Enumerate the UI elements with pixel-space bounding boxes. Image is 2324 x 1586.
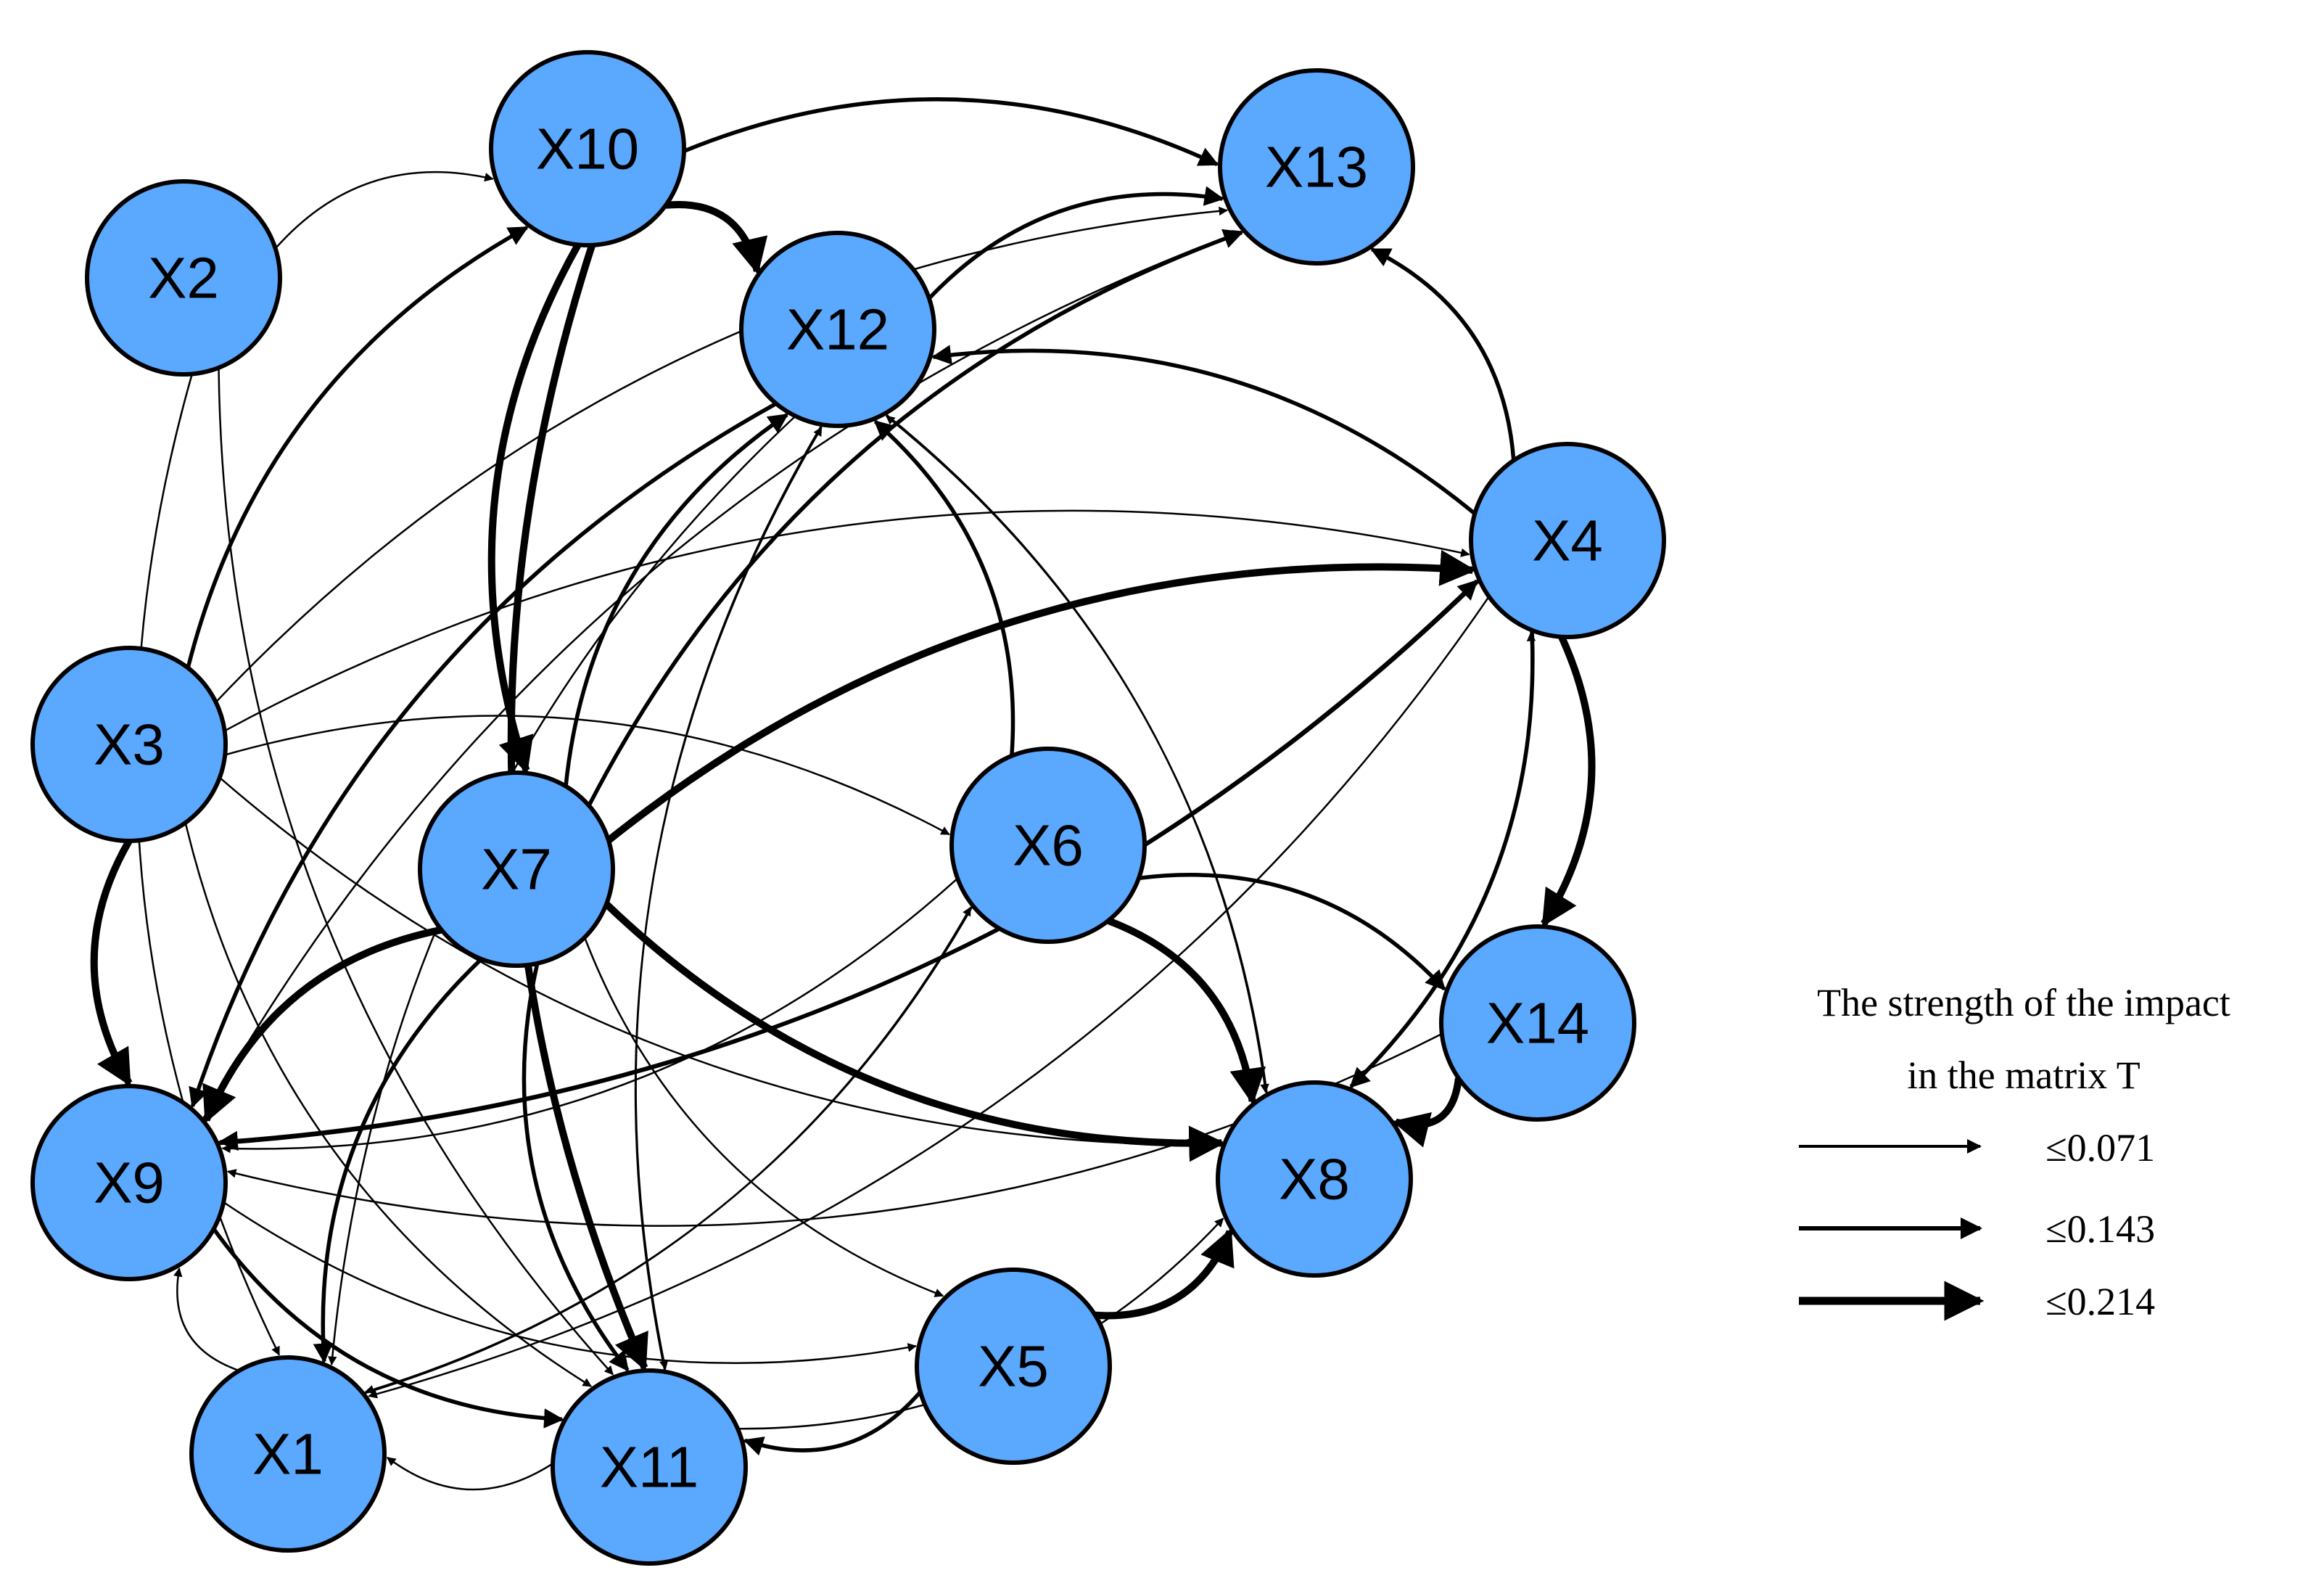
edge-x3-to-x9 — [90, 839, 133, 1087]
node-x7-circle — [418, 771, 615, 968]
node-x14-label: X14 — [1486, 991, 1589, 1056]
node-x13: X13 — [1218, 68, 1415, 266]
legend-title-line2: in the matrix T — [1907, 1053, 2140, 1097]
edge-x7-to-x1 — [313, 957, 483, 1364]
node-x11-circle — [551, 1368, 748, 1566]
node-x10: X10 — [489, 50, 686, 247]
edge-x4-to-x13 — [1369, 247, 1516, 461]
edge-x6-to-x8 — [1107, 917, 1266, 1105]
node-x1-label: X1 — [252, 1422, 324, 1487]
edge-x6-to-x9 — [221, 877, 958, 1154]
node-x9-circle — [30, 1084, 228, 1281]
edge-x3-to-x6 — [224, 715, 950, 836]
node-x12-label: X12 — [786, 297, 889, 362]
edge-x3-to-x13 — [215, 206, 1229, 703]
edge-x6-to-x12 — [873, 419, 1015, 756]
node-x14: X14 — [1439, 924, 1636, 1122]
node-x8-label: X8 — [1279, 1147, 1350, 1212]
node-x13-circle — [1218, 68, 1415, 266]
node-x1: X1 — [189, 1355, 387, 1553]
node-x8-circle — [1216, 1080, 1413, 1278]
node-x2: X2 — [85, 179, 282, 377]
edge-x7-to-x8 — [603, 901, 1226, 1162]
edge-x9-to-x13 — [202, 230, 1243, 1121]
node-x7-label: X7 — [481, 837, 552, 902]
edge-x12-to-x13 — [927, 186, 1225, 300]
edge-x3-to-x10 — [186, 226, 529, 669]
edge-x10-to-x7 — [487, 242, 582, 774]
edge-x4-to-x9 — [218, 578, 1481, 1151]
legend: The strength of the impact in the matrix… — [1799, 981, 2230, 1323]
node-x3-circle — [30, 646, 228, 843]
edge-x14-to-x8 — [1392, 1077, 1462, 1148]
edge-x2-to-x11 — [218, 367, 614, 1376]
node-x4-label: X4 — [1532, 509, 1603, 573]
node-x3: X3 — [30, 646, 228, 843]
edge-x6-to-x14 — [1138, 873, 1446, 991]
node-x4-circle — [1469, 442, 1666, 639]
node-x5-circle — [915, 1267, 1112, 1465]
edge-x12-to-x9 — [189, 401, 778, 1109]
edge-x1-to-x9 — [173, 1267, 240, 1372]
edge-x9-to-x5 — [223, 1201, 918, 1365]
edge-x7-to-x11 — [522, 963, 630, 1372]
edge-x8-to-x12 — [886, 415, 1269, 1096]
edge-x9-to-x4 — [217, 579, 1478, 1146]
node-x1-circle — [189, 1355, 387, 1553]
node-x2-label: X2 — [148, 246, 219, 311]
edge-x11-to-x12 — [634, 427, 823, 1373]
edge-x10-to-x13 — [683, 97, 1219, 167]
node-x10-circle — [489, 50, 686, 247]
edge-x9-to-x11 — [212, 1228, 564, 1429]
node-x11-label: X11 — [600, 1435, 699, 1500]
node-x14-circle — [1439, 924, 1636, 1122]
node-x2-circle — [85, 179, 282, 377]
legend-label-weak: ≤0.071 — [2045, 1126, 2155, 1170]
edge-x7-to-x4 — [606, 549, 1477, 844]
edge-x4-to-x12 — [931, 345, 1476, 516]
edge-x1-to-x6 — [363, 906, 972, 1395]
edge-x7-to-x13 — [587, 229, 1244, 807]
edge-x5-to-x8 — [1095, 1228, 1235, 1320]
node-x9: X9 — [30, 1084, 228, 1281]
node-x5: X5 — [915, 1267, 1112, 1465]
node-x3-label: X3 — [94, 712, 165, 777]
node-x13-label: X13 — [1265, 135, 1368, 200]
node-x12: X12 — [739, 231, 936, 428]
edge-x5-to-x11 — [743, 1390, 922, 1456]
node-x6-circle — [949, 747, 1147, 944]
node-x4: X4 — [1469, 442, 1666, 639]
legend-label-medium: ≤0.143 — [2045, 1207, 2155, 1251]
edge-x3-to-x4 — [224, 509, 1470, 732]
node-x6: X6 — [949, 747, 1147, 944]
edge-x4-to-x1 — [368, 596, 1490, 1399]
node-x9-label: X9 — [94, 1151, 165, 1215]
node-x11: X11 — [551, 1368, 748, 1566]
node-x6-label: X6 — [1013, 813, 1084, 878]
edge-x4-to-x14 — [1541, 635, 1596, 927]
node-x7: X7 — [418, 771, 615, 968]
node-x8: X8 — [1216, 1080, 1413, 1278]
edge-x7-to-x9 — [202, 926, 442, 1124]
edge-x8-to-x4 — [1349, 632, 1536, 1090]
node-x10-label: X10 — [536, 117, 639, 181]
legend-title-line1: The strength of the impact — [1817, 981, 2230, 1024]
edge-x11-to-x1 — [386, 1456, 553, 1491]
node-x5-label: X5 — [978, 1334, 1049, 1399]
edge-x2-to-x10 — [274, 171, 494, 250]
edge-x10-to-x12 — [665, 200, 768, 275]
edge-x7-to-x5 — [583, 937, 944, 1297]
node-x12-circle — [739, 231, 936, 428]
edge-x7-to-x12 — [564, 413, 789, 786]
legend-label-strong: ≤0.214 — [2045, 1280, 2155, 1323]
